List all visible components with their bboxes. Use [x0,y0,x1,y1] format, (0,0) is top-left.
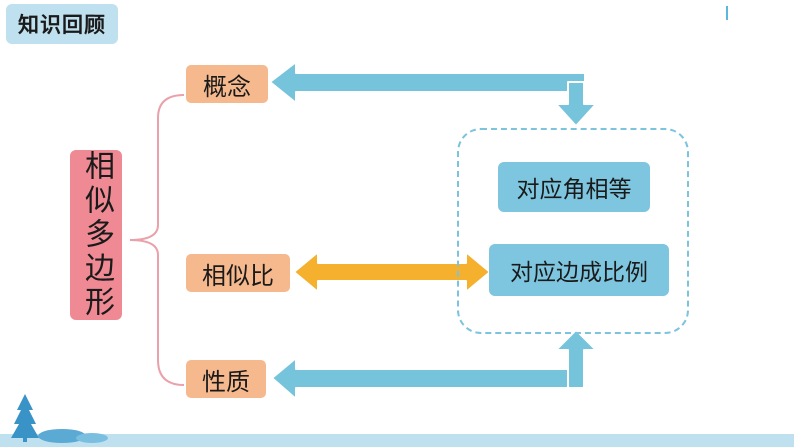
root-topic: 相似多边形 [70,150,122,320]
header-divider-mark [726,6,728,20]
property-equal-angles: 对应角相等 [498,162,650,212]
tree-icon [11,394,39,438]
branch-properties: 性质 [186,360,266,398]
landscape-decoration [11,394,108,443]
property-link-arrow [271,329,597,400]
footer-strip [0,434,794,447]
bush-icon [38,429,86,443]
branch-concept: 概念 [186,65,268,103]
property-group [457,128,689,334]
bracket-connector [129,94,185,386]
branch-similarity-ratio: 相似比 [186,254,290,292]
property-proportional-sides: 对应边成比例 [489,244,669,296]
section-title: 知识回顾 [6,4,118,44]
concept-link-arrow [269,61,597,127]
